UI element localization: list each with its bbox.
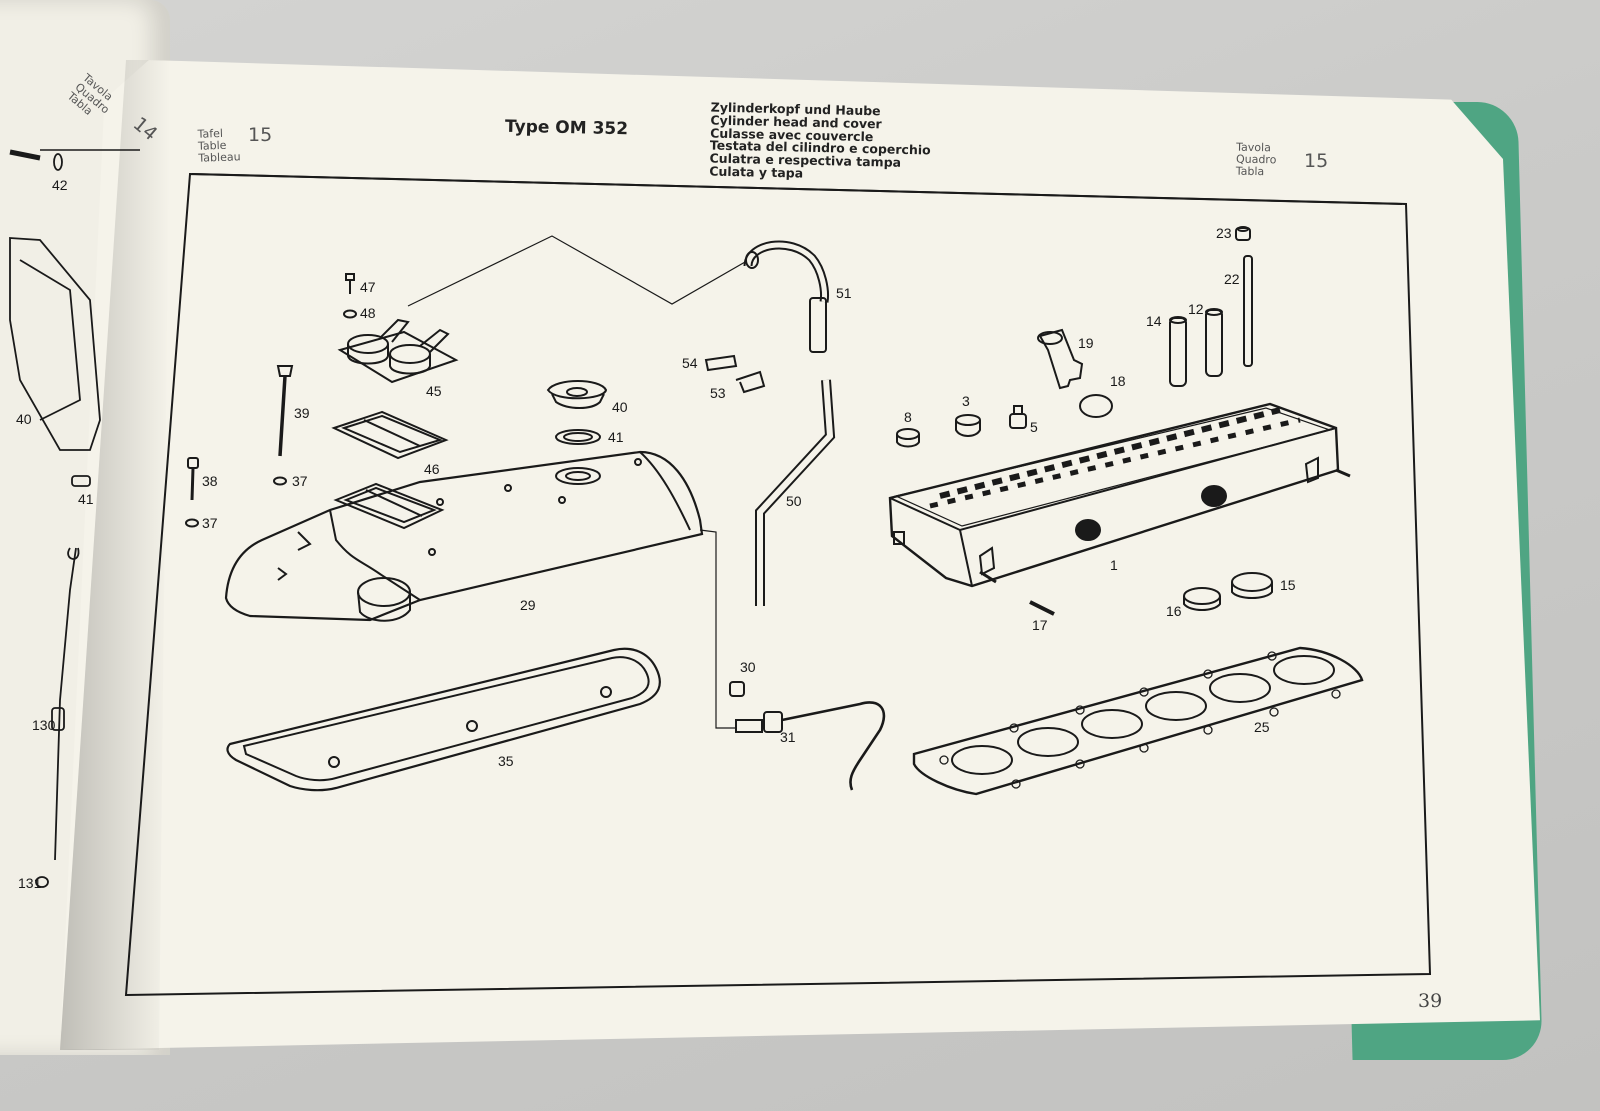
seat-ring-15 xyxy=(1231,572,1273,599)
nut-23 xyxy=(1235,226,1251,241)
callout-1: 1 xyxy=(1110,557,1118,573)
callout-23: 23 xyxy=(1216,225,1232,241)
callout-8: 8 xyxy=(904,409,912,425)
valve-cover-29 xyxy=(224,450,704,622)
bolt-39 xyxy=(276,365,294,457)
prev-callout-130: 130 xyxy=(32,717,56,733)
callout-25: 25 xyxy=(1254,719,1270,735)
diagram-frame xyxy=(124,172,1432,997)
cylinder-head-1 xyxy=(888,402,1351,588)
breather-housing-45 xyxy=(337,318,459,384)
valve-guide-14 xyxy=(1169,316,1187,387)
washer-37-a xyxy=(273,476,287,486)
leader-line-oil-line xyxy=(699,529,736,729)
callout-54: 54 xyxy=(682,355,698,371)
header-left-table-number: 15 xyxy=(248,124,273,146)
filler-cap-40 xyxy=(546,380,608,409)
callout-12: 12 xyxy=(1188,301,1204,317)
callout-16: 16 xyxy=(1166,603,1182,619)
stud-22 xyxy=(1243,255,1253,367)
pin-17 xyxy=(1029,600,1055,616)
seal-ring-41 xyxy=(555,429,601,445)
page-number: 39 xyxy=(1418,990,1443,1012)
clip-54 xyxy=(704,354,738,372)
ring-8 xyxy=(896,428,920,448)
current-page xyxy=(60,60,1540,1050)
bolt-47 xyxy=(345,273,355,294)
vent-pipe-50 xyxy=(755,379,836,606)
seal-ring-18 xyxy=(1079,394,1113,418)
nut-30 xyxy=(729,681,745,697)
callout-37-b: 37 xyxy=(202,515,218,531)
callout-41: 41 xyxy=(608,429,624,445)
callout-22: 22 xyxy=(1224,271,1240,287)
head-gasket-25 xyxy=(912,646,1364,796)
washer-48 xyxy=(343,309,357,319)
callout-39: 39 xyxy=(294,405,310,421)
callout-53: 53 xyxy=(710,385,726,401)
callout-38: 38 xyxy=(202,473,218,489)
callout-31: 31 xyxy=(780,729,796,745)
callout-35: 35 xyxy=(498,753,514,769)
breather-hose-51 xyxy=(743,240,829,353)
washer-37-b xyxy=(185,518,199,528)
plug-5 xyxy=(1009,405,1027,429)
prev-callout-41: 41 xyxy=(78,491,94,507)
callout-5: 5 xyxy=(1030,419,1038,435)
callout-40: 40 xyxy=(612,399,628,415)
bracket-53 xyxy=(735,370,766,394)
callout-29: 29 xyxy=(520,597,536,613)
gasket-46 xyxy=(331,410,449,460)
callout-14: 14 xyxy=(1146,313,1162,329)
prev-callout-40: 40 xyxy=(16,411,32,427)
callout-3: 3 xyxy=(962,393,970,409)
bolt-38 xyxy=(187,457,199,501)
seat-ring-16 xyxy=(1183,587,1221,611)
valve-guide-12 xyxy=(1205,308,1223,377)
callout-17: 17 xyxy=(1032,617,1048,633)
callout-18: 18 xyxy=(1110,373,1126,389)
callout-30: 30 xyxy=(740,659,756,675)
ring-3 xyxy=(955,414,981,437)
prev-callout-131: 131 xyxy=(18,875,42,891)
callout-46: 46 xyxy=(424,461,440,477)
valve-cover-gasket-35 xyxy=(226,647,661,792)
header-right-table-number: 15 xyxy=(1304,150,1329,172)
callout-47: 47 xyxy=(360,279,376,295)
injector-19 xyxy=(1037,328,1084,390)
callout-45: 45 xyxy=(426,383,442,399)
prev-page-parts xyxy=(9,149,101,888)
callout-48: 48 xyxy=(360,305,376,321)
leader-line-breather xyxy=(407,235,753,307)
callout-15: 15 xyxy=(1280,577,1296,593)
callout-19: 19 xyxy=(1078,335,1094,351)
oil-line-31 xyxy=(735,701,886,791)
prev-callout-42: 42 xyxy=(52,177,68,193)
callout-37-a: 37 xyxy=(292,473,308,489)
callout-50: 50 xyxy=(786,493,802,509)
callout-51: 51 xyxy=(836,285,852,301)
